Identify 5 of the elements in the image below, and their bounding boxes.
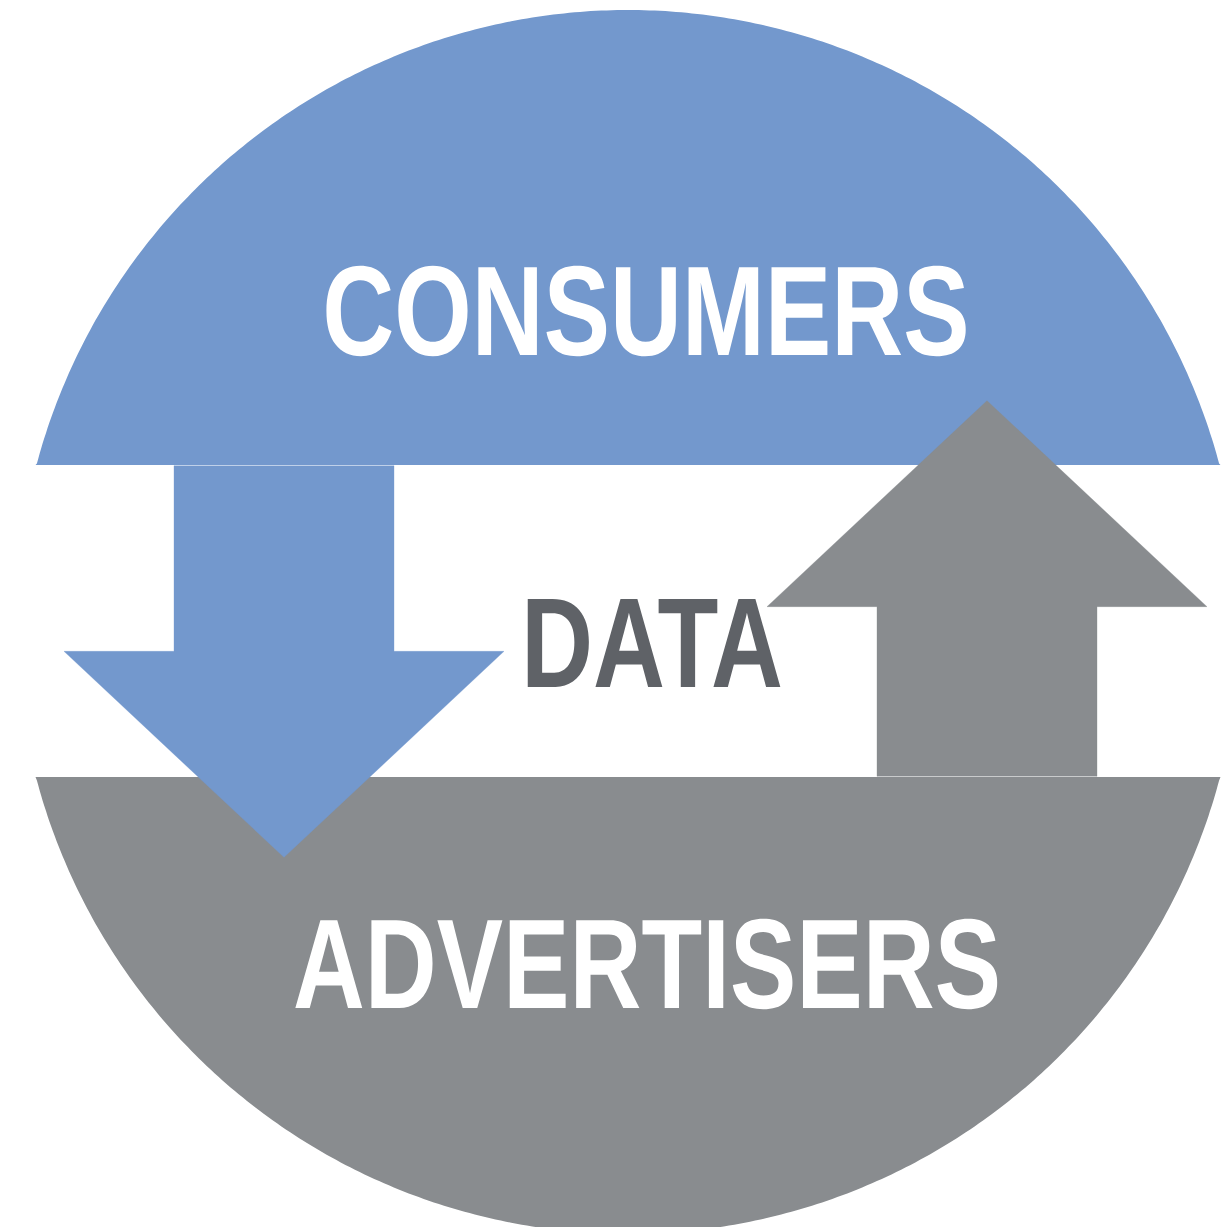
block-arrow bbox=[63, 465, 505, 858]
block-arrow bbox=[766, 400, 1208, 777]
center-label: DATA bbox=[527, 599, 781, 687]
circle-segment: CONSUMERS bbox=[16, 10, 1228, 465]
circle-segment: ADVERTISERS bbox=[16, 777, 1228, 1227]
